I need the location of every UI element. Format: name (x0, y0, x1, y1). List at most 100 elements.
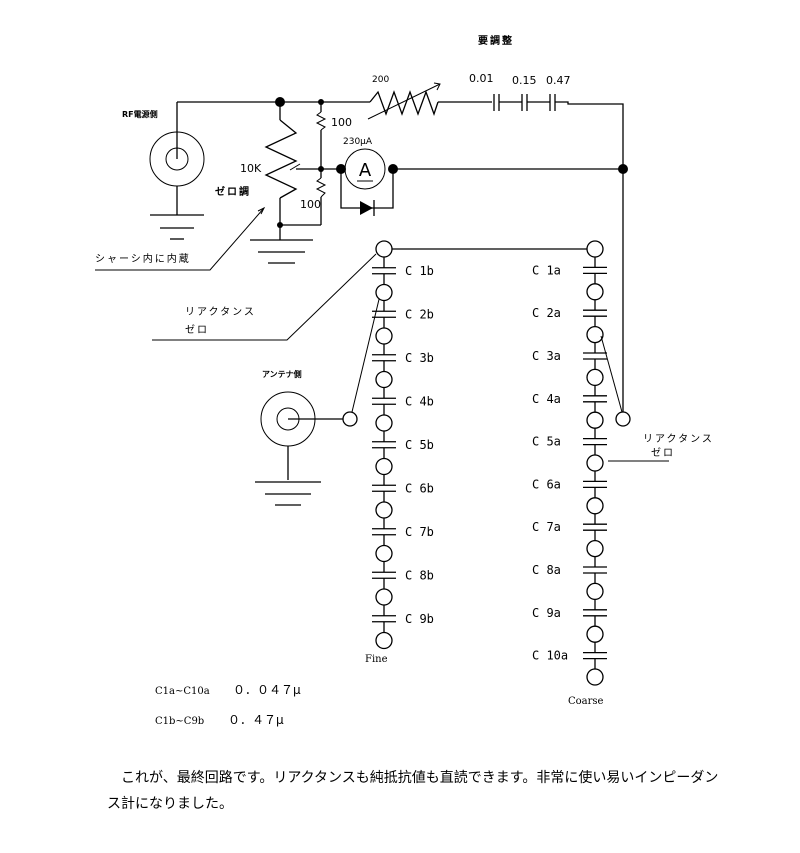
capacitor-icon (583, 395, 607, 403)
tap-terminal[interactable] (586, 325, 604, 344)
tap-terminal[interactable] (375, 283, 393, 302)
tap-terminal[interactable] (586, 411, 604, 429)
capacitor-label: C 3a (532, 349, 561, 363)
tap-terminal[interactable] (586, 625, 604, 643)
ammeter-rating: 230μA (343, 137, 373, 147)
capacitor-label: C 5a (532, 435, 561, 449)
selector-arm[interactable] (351, 290, 382, 413)
rf-source-label: RF電源側 (122, 109, 158, 119)
capacitor-label: C 3b (405, 351, 434, 365)
reactance-zero-left-line1: リアクタンス (185, 306, 256, 318)
coarse-label: Coarse (568, 696, 604, 707)
capacitor-label: C 5b (405, 438, 434, 452)
tap-terminal[interactable] (375, 588, 393, 606)
coarse-selector-terminal[interactable] (615, 411, 631, 427)
capacitor-label: C 6b (405, 481, 434, 495)
resistor-icon (315, 177, 327, 198)
series-capacitor-icon (521, 94, 528, 111)
capacitor-icon (372, 441, 396, 449)
tap-terminal[interactable] (586, 497, 604, 515)
antenna-selector-terminal[interactable] (342, 411, 358, 427)
tap-terminal[interactable] (586, 240, 604, 258)
tap-terminal[interactable] (586, 283, 604, 301)
series-capacitor-icon (493, 94, 500, 111)
ground-icon (250, 239, 313, 264)
capacitor-icon (583, 266, 607, 275)
capacitor-label: C 2b (405, 307, 434, 321)
capacitor-label: C 7b (405, 525, 434, 539)
capacitor-label: C 6a (532, 477, 561, 491)
antenna-label: アンテナ側 (262, 369, 302, 379)
capacitor-icon (583, 651, 607, 660)
capacitor-icon (372, 571, 396, 579)
series-capacitor-icon (549, 94, 556, 111)
tap-terminal[interactable] (375, 370, 393, 389)
tap-terminal[interactable] (375, 327, 393, 345)
capacitor-icon (583, 309, 607, 317)
capacitor-label: C 8a (532, 563, 561, 577)
caption-paragraph: これが、最終回路です。リアクタンスも純抵抗値も直読できます。非常に使い易いインピ… (107, 770, 719, 812)
diode-icon (360, 200, 375, 216)
leader-line (152, 253, 377, 341)
wiper (289, 163, 301, 171)
series-cap-2-value: 0.15 (512, 74, 537, 87)
capacitor-icon (372, 484, 396, 492)
variable-resistor-icon (367, 82, 441, 120)
capacitor-icon (583, 523, 607, 531)
capacitor-icon (372, 528, 396, 536)
resistor-top-value: 100 (331, 116, 352, 129)
capacitor-label: C 1b (405, 264, 434, 278)
variable-resistor-value: 200 (372, 75, 389, 85)
ammeter-symbol: A (359, 160, 372, 181)
capacitor-label: C 4b (405, 394, 434, 408)
selector-arm[interactable] (600, 335, 623, 413)
tap-terminal[interactable] (375, 631, 393, 650)
zero-adjust-label: ゼロ調 (215, 185, 251, 198)
fine-label: Fine (365, 654, 388, 665)
ground-icon (150, 214, 204, 240)
tap-terminal[interactable] (375, 501, 393, 519)
capacitor-label: C 8b (405, 568, 434, 582)
capacitor-icon (583, 609, 607, 617)
legend-range-b: C1b~C9b (155, 716, 204, 727)
tap-terminal[interactable] (375, 457, 393, 476)
tap-terminal[interactable] (586, 539, 604, 558)
capacitor-label: C 7a (532, 520, 561, 534)
ammeter-icon: A (344, 148, 386, 190)
capacitor-label: C 9b (405, 612, 434, 626)
tap-terminal[interactable] (586, 668, 604, 686)
chassis-note: シャーシ内に内蔵 (95, 252, 191, 265)
legend-value-b: ０．４７μ (228, 713, 284, 727)
arrowhead (257, 206, 266, 215)
wire-right-rail (555, 101, 624, 412)
tap-terminal[interactable] (586, 454, 604, 472)
tap-terminal[interactable] (375, 544, 393, 563)
capacitor-label: C 10a (532, 649, 568, 663)
tap-terminal[interactable] (375, 414, 393, 432)
coarse-capacitor-bank: C 1aC 2aC 3aC 4aC 5aC 6aC 7aC 8aC 9aC 10… (532, 240, 607, 686)
resistor-bottom-value: 100 (300, 198, 321, 211)
series-cap-1-value: 0.01 (469, 72, 494, 85)
reactance-zero-left-line2: ゼロ (185, 324, 209, 336)
capacitor-icon (583, 437, 607, 446)
capacitor-icon (583, 566, 607, 574)
potentiometer-value: 10K (240, 162, 262, 175)
tap-terminal[interactable] (375, 240, 393, 258)
tap-terminal[interactable] (586, 582, 604, 601)
potentiometer-icon (264, 119, 298, 199)
fine-capacitor-bank: C 1b C 2b C 3b C 4b C 5b C 6b C 7b C 8b C 9b (372, 240, 434, 650)
capacitor-label: C 4a (532, 392, 561, 406)
capacitor-label: C 2a (532, 306, 561, 320)
series-cap-3-value: 0.47 (546, 74, 571, 87)
adjust-required-title: 要調整 (478, 34, 514, 47)
leader-line (95, 207, 265, 271)
reactance-zero-right-line2: ゼロ (651, 447, 675, 459)
tap-terminal[interactable] (586, 368, 604, 387)
capacitor-icon (372, 615, 396, 623)
capacitor-icon (372, 354, 396, 362)
resistor-icon (315, 111, 327, 131)
capacitor-label: C 1a (532, 263, 561, 277)
reactance-zero-right-line1: リアクタンス (643, 433, 714, 445)
ground-icon (255, 481, 321, 506)
capacitor-icon (372, 267, 396, 275)
